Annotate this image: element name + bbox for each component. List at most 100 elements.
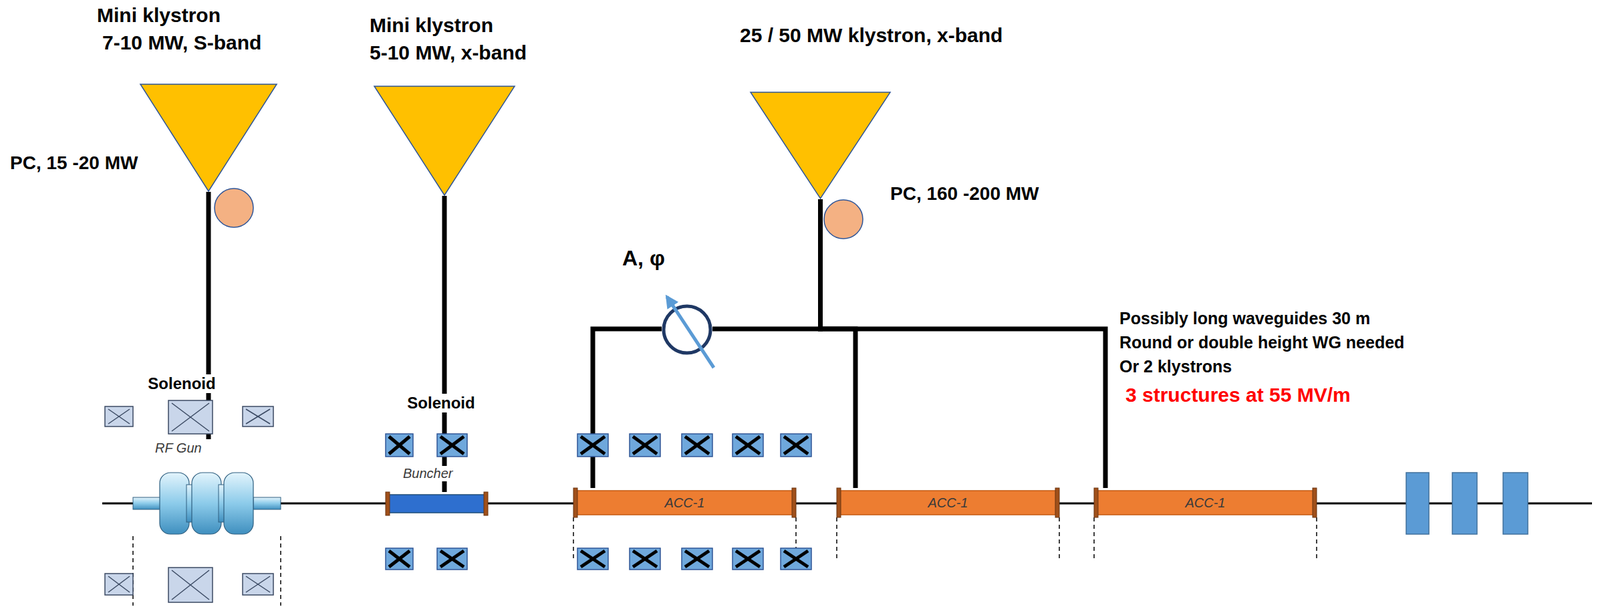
coil-cross [632,436,657,454]
coil-cross [632,436,657,454]
coil-cross [685,436,710,454]
klystron-triangle-shape [749,91,891,200]
coil [780,548,812,570]
dashed-line [1058,517,1060,562]
coil-body [104,573,133,595]
coil-body [437,433,468,457]
rf-gun: RF Gun [132,439,281,537]
structure-body [840,490,1056,515]
buncher-structure-shape [385,491,488,516]
klystron-triangle-shape [373,85,516,196]
structure-body [388,494,485,513]
coil-cross [171,403,210,432]
coil [168,400,213,434]
gun-cell [191,472,222,535]
coil [242,573,274,595]
node-text: Mini klystron [369,14,494,38]
coil-cross [388,550,410,567]
note-text: Or 2 klystrons [1119,356,1232,377]
structure-flange [1094,487,1099,518]
waveguide-connector [820,199,1107,488]
coil-cross [245,409,271,424]
coil-cross [171,570,210,600]
dashed-line [572,517,575,562]
klystron-body [140,84,277,192]
coil-cross [783,550,809,567]
pulse-compressor: PC, 15 -20 MW [213,187,254,228]
structure-flange [573,487,578,518]
coil-cross [685,436,710,454]
coil-cross [685,550,710,567]
node-text: Mini klystron [96,4,221,28]
coil-body [780,548,812,570]
phase-shifter-shape [661,304,713,355]
coil [168,567,213,603]
coil [780,433,812,457]
quadrupole-block [1452,472,1478,535]
coil [104,406,133,427]
dashed-line [1093,517,1095,562]
buncher-structure: Buncher [385,491,488,516]
waveguide-connector [820,199,857,488]
node-text: A, φ [622,245,665,271]
coil-cross [388,550,410,567]
klystron-triangle-shape [139,83,278,192]
structure-flange [1055,487,1060,518]
quadrupole-block [1503,472,1528,535]
coil [385,433,414,457]
phase-shifter: A, φ [661,304,713,355]
coil [385,548,414,570]
compressor-circle [824,199,863,239]
coil-cross [108,409,130,424]
coil-body [681,548,713,570]
coil-cross [440,436,464,454]
waveguide-connector [592,328,662,488]
coil-cross [580,436,605,454]
solenoid-coils [104,400,812,603]
dashed-guides [132,517,1317,606]
coil-body [437,548,468,570]
gun-pipe [253,497,281,510]
shifter-circle [663,306,711,353]
coil-body [629,548,661,570]
coil-cross [440,550,464,567]
coil-body [577,548,609,570]
structure-body [1097,490,1314,515]
structure-flange [385,491,390,516]
coil-body [732,548,764,570]
gun-pipe [132,497,163,510]
coil-cross [735,436,760,454]
pulse-compressor: PC, 160 -200 MW [823,199,864,240]
coil-cross [580,550,605,567]
node-text: PC, 15 -20 MW [10,152,138,174]
coil-cross [632,550,657,567]
note-text: Possibly long waveguides 30 m [1119,308,1371,329]
node-text: 5-10 MW, x-band [369,41,527,65]
coil-cross [783,550,809,567]
quadrupole-block [1406,472,1429,535]
structure-flange [836,487,841,518]
pulse-compressor-shape [213,187,254,228]
structure-flange [483,491,488,516]
coil-cross [245,409,271,424]
dashed-line [280,536,282,606]
node-text: PC, 160 -200 MW [890,183,1040,205]
dashed-line [836,517,838,562]
coil-cross [171,570,210,600]
solenoid-label: Solenoid [404,393,478,413]
waveguide-connector [712,199,821,329]
coil-cross [735,436,760,454]
compressor-circle [214,188,254,228]
coil-body [629,433,661,457]
coil-body [681,433,713,457]
coil-body [104,406,133,427]
coil-body [780,433,812,457]
node-text: ACC-1 [1184,495,1226,511]
gun-cell [159,472,190,535]
structure-flange [791,487,796,518]
accelerating-structure: ACC-1 [836,487,1060,518]
coil [629,548,661,570]
node-text: ACC-1 [664,495,705,511]
coil-cross [783,436,809,454]
klystron-body [750,92,891,199]
